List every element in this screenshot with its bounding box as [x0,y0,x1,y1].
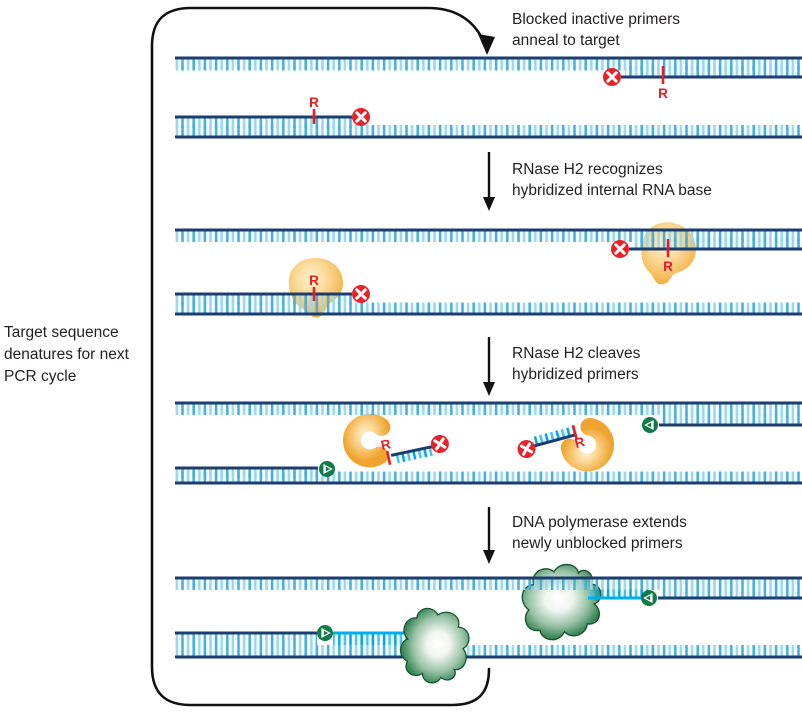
rna-base-tick [571,424,578,440]
template-top-ticks [175,403,802,415]
step4-line1: DNA polymerase extends [512,514,687,531]
rna-base-label: R [663,259,673,274]
primer-bottom-ticks [175,117,352,128]
blocked-end-x-icon [350,283,372,305]
template-bottom-ticks [175,645,802,657]
cleaved-fragment-right: R [514,424,587,462]
section3-cleave: R R [175,401,802,485]
extension-ticks [590,589,648,598]
free-3prime-end-icon [317,625,333,641]
down-arrowhead-icon [483,382,495,396]
step3-label: RNase H2 cleaves hybridized primers [483,337,641,396]
rna-base-label: R [309,95,319,110]
free-3prime-end-icon [642,417,658,433]
step1-line1: Blocked inactive primers [512,11,680,28]
primer-bottom-ticks [175,294,352,305]
primer-top-ticks [632,238,802,249]
down-arrowhead-icon [483,550,495,564]
primer-top-ticks [660,414,802,425]
step3-line1: RNase H2 cleaves [512,345,641,362]
section1-anneal: R R [175,56,802,139]
cycle-label-line3: PCR cycle [4,368,76,385]
fragment-strand [390,444,434,457]
step2-line1: RNase H2 recognizes [512,161,663,178]
pcr-cycle-loop [150,6,495,707]
step4-line2: newly unblocked primers [512,535,683,552]
section4-extend [175,558,802,689]
cleaved-fragment-left: R [379,431,453,466]
primer-bottom-ticks [175,468,318,478]
primer-top-ticks [660,589,802,598]
step1-label: Blocked inactive primers anneal to targe… [512,11,680,49]
primer-bottom-ticks [175,633,317,645]
step4-label: DNA polymerase extends newly unblocked p… [483,507,687,564]
template-bottom-ticks [175,302,802,314]
cycle-side-label: Target sequence denatures for next PCR c… [4,324,130,385]
primer-top-ticks [625,66,802,77]
rna-base-label: R [309,273,319,288]
rna-base-tick [385,450,392,466]
cycle-label-line1: Target sequence [4,324,119,341]
down-arrowhead-icon [483,197,495,211]
dna-polymerase-enzyme-icon [516,558,609,645]
step3-line2: hybridized primers [512,366,639,383]
cycle-loop-path [150,6,491,707]
fragment-strand [533,433,577,448]
rna-base-label: R [379,436,392,453]
fragment-ticks [393,447,434,464]
free-3prime-end-icon [641,590,657,606]
fragment-ticks [533,426,575,445]
free-3prime-end-icon [319,461,335,477]
blocked-end-x-icon [601,66,623,88]
template-bottom-ticks [175,471,802,483]
step2-line2: hybridized internal RNA base [512,182,712,199]
blocked-end-x-icon [514,436,540,462]
section2-recognize: R R [175,216,802,318]
step1-line2: anneal to target [512,32,620,49]
template-top-ticks [175,578,802,590]
dna-polymerase-enzyme-icon [394,604,475,689]
blocked-end-x-icon [427,431,453,457]
cycle-label-line2: denatures for next [4,346,130,363]
step2-label: RNase H2 recognizes hybridized internal … [483,152,712,211]
blocked-end-x-icon [350,106,372,128]
rna-base-label: R [573,434,587,451]
cycle-arrowhead-icon [478,34,495,55]
rna-base-label: R [658,86,668,101]
blocked-end-x-icon [609,238,631,260]
